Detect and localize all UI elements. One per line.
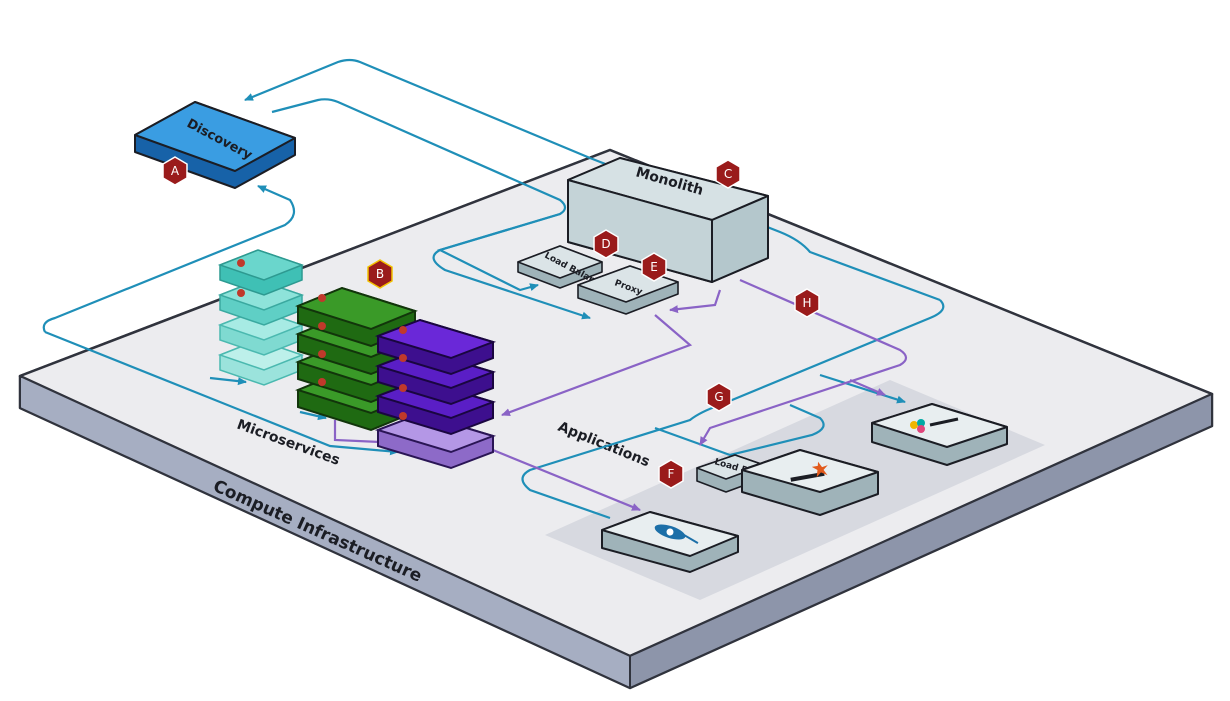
svg-text:H: H (802, 296, 811, 310)
badge-f: F (658, 459, 684, 489)
svg-text:G: G (714, 390, 723, 404)
blue-flow-lines (42, 58, 945, 520)
microservice-stack-teal[interactable] (217, 249, 305, 386)
badge-a: A (162, 156, 188, 186)
badge-e: E (641, 252, 667, 282)
badge-b: B (367, 259, 393, 289)
elastic-app[interactable] (871, 403, 1008, 466)
svg-text:E: E (650, 260, 658, 274)
svg-text:A: A (171, 164, 180, 178)
cassandra-app[interactable] (601, 511, 739, 573)
microservice-stack-green[interactable] (295, 286, 418, 432)
svg-text:C: C (724, 167, 732, 181)
badge-d: D (593, 229, 619, 259)
svg-text:D: D (601, 237, 610, 251)
badge-g: G (706, 382, 732, 412)
badge-c: C (715, 159, 741, 189)
spark-logo-icon (790, 461, 828, 482)
purple-flow-lines (333, 278, 908, 512)
svg-text:B: B (376, 267, 384, 281)
cassandra-eye-icon (654, 524, 699, 545)
compute-infrastructure-platform (18, 148, 1214, 690)
elastic-logo-icon (910, 417, 959, 433)
microservice-stack-purple[interactable] (374, 318, 497, 470)
discovery-node[interactable]: Discovery (134, 101, 296, 189)
svg-text:F: F (668, 467, 675, 481)
badge-h: H (794, 288, 820, 318)
spark-app[interactable] (741, 449, 879, 516)
